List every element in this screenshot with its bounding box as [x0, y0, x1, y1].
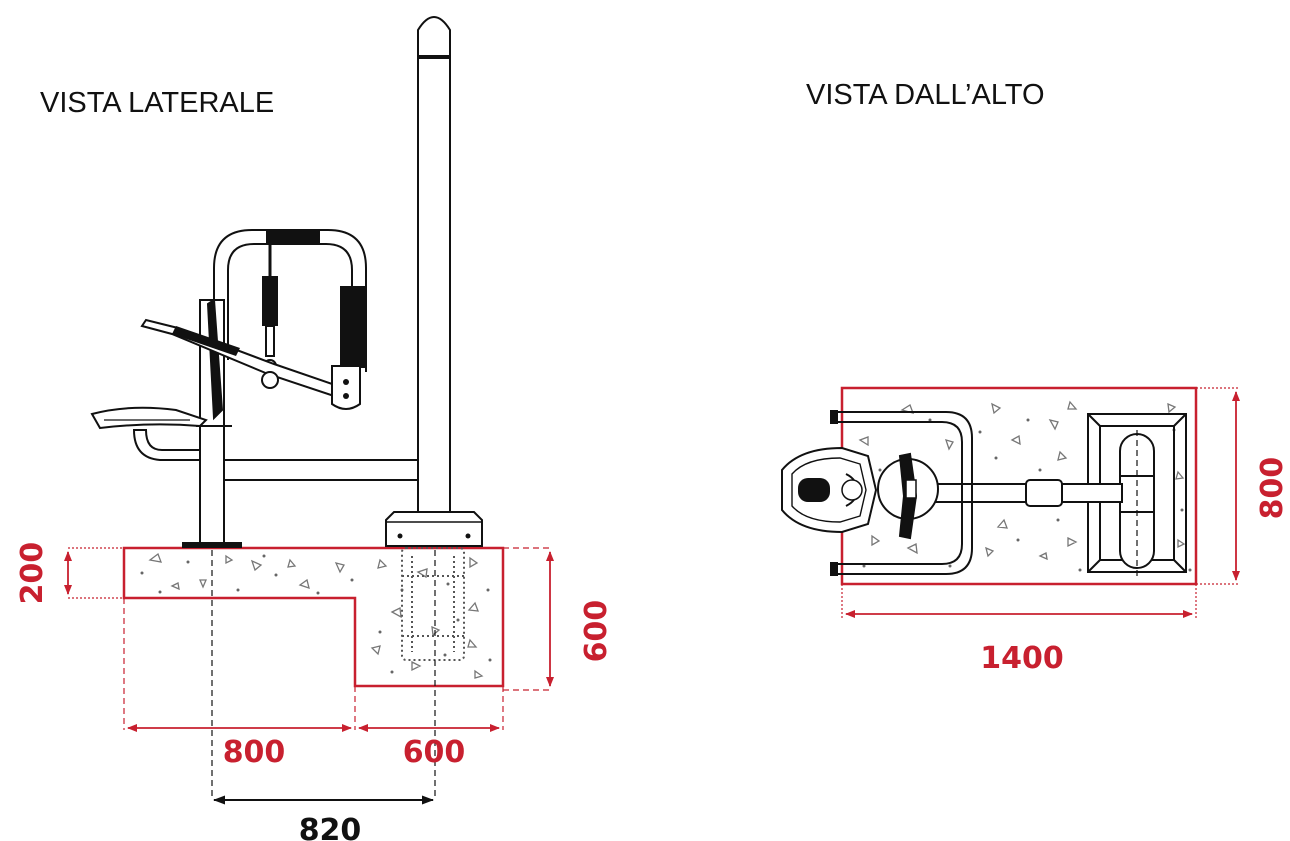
side-view-title: VISTA LATERALE [40, 87, 274, 119]
top-frame-end-left-top [830, 410, 838, 424]
anchor-cage [401, 547, 465, 661]
side-dimensions: 200 600 800 600 820 [15, 542, 614, 841]
dim-label-slab-length: 800 [223, 735, 286, 770]
lever-arm [140, 318, 361, 410]
main-post [385, 16, 483, 547]
top-u-frame [834, 411, 973, 575]
dim-label-top-width: 800 [1255, 457, 1290, 520]
dim-label-top-length: 1400 [980, 641, 1064, 676]
dim-label-axis-distance: 820 [299, 813, 362, 841]
top-connecting-tube [911, 479, 1123, 507]
top-view-title: VISTA DALL’ALTO [806, 79, 1045, 111]
seat [90, 406, 232, 461]
top-view: 800 1400 [781, 386, 1290, 676]
arch-side-pad [340, 286, 366, 368]
arch-top-pad [266, 230, 320, 244]
top-dimensions: 800 1400 [841, 387, 1290, 676]
side-foundation-outline [122, 546, 505, 688]
connecting-tube [219, 459, 419, 481]
side-view: 200 600 800 600 820 [15, 16, 614, 841]
dim-label-footing-width: 600 [403, 735, 466, 770]
top-seat [781, 446, 878, 534]
top-frame-end-left-bottom [830, 562, 838, 576]
dim-label-slab-height: 200 [15, 542, 50, 605]
shock-absorber [262, 244, 278, 373]
side-concrete-texture [140, 552, 492, 679]
top-post [1119, 430, 1155, 576]
dim-label-footing-depth: 600 [579, 600, 614, 663]
